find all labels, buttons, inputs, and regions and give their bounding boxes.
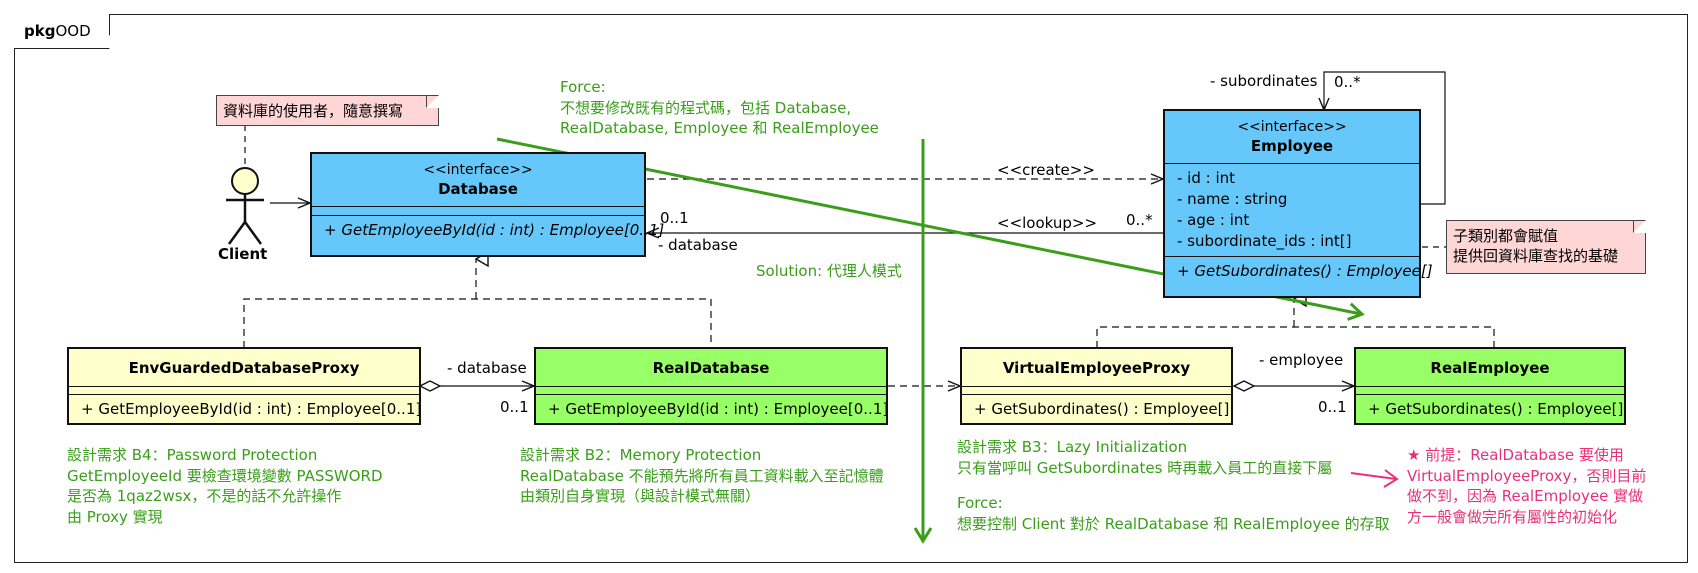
- force-top-annotation: Force: 不想要修改既有的程式碼，包括 Database, RealData…: [560, 77, 879, 139]
- operation-row: + GetEmployeeById(id : int) : Employee[0…: [324, 221, 665, 239]
- class-name: Employee: [1250, 137, 1334, 155]
- class-header: EnvGuardedDatabaseProxy: [69, 349, 419, 386]
- actor-name: Client: [218, 245, 268, 263]
- attribute-row: - id : int: [1177, 169, 1236, 187]
- b2-annotation: 設計需求 B2：Memory Protection RealDatabase 不…: [520, 445, 884, 507]
- subordinates-role-label: - subordinates: [1210, 72, 1318, 90]
- operations-section: + GetSubordinates() : Employee[]: [962, 395, 1231, 424]
- attributes-section: [312, 207, 644, 216]
- operation-row: + GetSubordinates() : Employee[]: [1368, 400, 1624, 418]
- annotation-line: 方一般會做完所有屬性的初始化: [1407, 507, 1618, 526]
- lookup-role-label: - database: [658, 236, 738, 254]
- attributes-section: [69, 386, 419, 395]
- class-name: VirtualEmployeeProxy: [1002, 359, 1191, 377]
- employee-note: 子類別都會賦值 提供回資料庫查找的基礎: [1446, 220, 1646, 274]
- class-name: EnvGuardedDatabaseProxy: [128, 359, 360, 377]
- stereotype-label: <<interface>>: [423, 162, 533, 178]
- operation-row: + GetSubordinates() : Employee[]: [1177, 262, 1433, 280]
- real-employee-class[interactable]: RealEmployee + GetSubordinates() : Emplo…: [1354, 347, 1626, 425]
- annotation-line: 不想要修改既有的程式碼，包括 Database,: [560, 98, 852, 117]
- lookup-label: <<lookup>>: [997, 214, 1098, 232]
- subordinates-self-association: [1324, 71, 1446, 205]
- package-frame: [14, 14, 1688, 563]
- attributes-section: [962, 386, 1231, 395]
- class-name: RealDatabase: [652, 359, 770, 377]
- annotation-line: VirtualEmployeeProxy，否則目前: [1407, 466, 1647, 485]
- b4-annotation: 設計需求 B4：Password Protection GetEmployeeI…: [67, 445, 383, 527]
- operation-row: + GetEmployeeById(id : int) : Employee[0…: [81, 400, 422, 418]
- annotation-line: 是否為 1qaz2wsx，不是的話不允許操作: [67, 487, 342, 505]
- premise-arrowhead: [1383, 469, 1399, 488]
- premise-arrow: [1350, 472, 1397, 480]
- operations-section: + GetSubordinates() : Employee[]: [1165, 257, 1433, 286]
- annotation-line: 設計需求 B2：Memory Protection: [520, 446, 762, 464]
- employee-realizations: [1096, 326, 1495, 348]
- proxy-database-role: - database: [447, 359, 527, 377]
- real-database-class[interactable]: RealDatabase + GetEmployeeById(id : int)…: [534, 347, 888, 425]
- lookup-multiplicity-right: 0..*: [1126, 211, 1153, 229]
- annotation-line: 由類別自身實現（與設計模式無關）: [520, 487, 761, 505]
- create-label: <<create>>: [997, 161, 1095, 179]
- employee-note-line: 子類別都會賦值: [1453, 227, 1559, 245]
- employee-note-line: 提供回資料庫查找的基礎: [1453, 247, 1619, 265]
- attributes-section: - id : int - name : string - age : int -…: [1165, 164, 1419, 257]
- proxy-employee-multiplicity: 0..1: [1318, 398, 1347, 416]
- operation-row: + GetEmployeeById(id : int) : Employee[0…: [548, 400, 889, 418]
- annotation-line: 設計需求 B3：Lazy Initialization: [957, 438, 1188, 456]
- annotation-line: Force:: [560, 78, 606, 96]
- database-interface[interactable]: <<interface>> Database + GetEmployeeById…: [310, 152, 665, 257]
- package-keyword: pkg: [24, 22, 56, 40]
- class-header: VirtualEmployeeProxy: [962, 349, 1231, 386]
- class-name: RealEmployee: [1430, 359, 1550, 377]
- operations-section: + GetEmployeeById(id : int) : Employee[0…: [312, 216, 665, 245]
- employee-interface[interactable]: <<interface>> Employee - id : int - name…: [1163, 109, 1433, 298]
- b3-annotation: 設計需求 B3：Lazy Initialization 只有當呼叫 GetSub…: [957, 437, 1332, 478]
- subordinates-multiplicity: 0..*: [1334, 73, 1361, 91]
- env-guarded-database-proxy-class[interactable]: EnvGuardedDatabaseProxy + GetEmployeeByI…: [67, 347, 421, 425]
- class-header: RealDatabase: [536, 349, 886, 386]
- operations-section: + GetEmployeeById(id : int) : Employee[0…: [69, 395, 422, 424]
- annotation-line: ★ 前提：RealDatabase 要使用: [1407, 446, 1624, 464]
- premise-annotation: ★ 前提：RealDatabase 要使用 VirtualEmployeePro…: [1407, 445, 1646, 527]
- package-frame-tab: pkgOOD: [14, 14, 110, 49]
- force-bottom-annotation: Force: 想要控制 Client 對於 RealDatabase 和 Rea…: [957, 493, 1390, 534]
- annotation-line: 想要控制 Client 對於 RealDatabase 和 RealEmploy…: [957, 514, 1390, 533]
- client-note: 資料庫的使用者，隨意撰寫: [216, 95, 439, 126]
- attribute-row: - age : int: [1177, 211, 1250, 229]
- proxy-employee-role: - employee: [1259, 351, 1344, 369]
- operation-row: + GetSubordinates() : Employee[]: [974, 400, 1230, 418]
- solution-annotation: Solution: 代理人模式: [756, 262, 902, 280]
- operations-section: + GetEmployeeById(id : int) : Employee[0…: [536, 395, 889, 424]
- virtual-employee-proxy-class[interactable]: VirtualEmployeeProxy + GetSubordinates()…: [960, 347, 1233, 425]
- database-realizations: [243, 298, 712, 348]
- attributes-section: [536, 386, 886, 395]
- annotation-line: 設計需求 B4：Password Protection: [67, 446, 318, 464]
- attribute-row: - name : string: [1177, 190, 1288, 208]
- annotation-line: 做不到，因為 RealEmployee 實做: [1407, 487, 1644, 505]
- class-header: <<interface>> Employee: [1165, 111, 1419, 164]
- class-header: RealEmployee: [1356, 349, 1624, 386]
- annotation-line: Force:: [957, 494, 1003, 512]
- lookup-multiplicity-left: 0..1: [660, 209, 689, 227]
- client-actor-icon: [226, 167, 264, 245]
- annotation-line: RealDatabase 不能預先將所有員工資料載入至記憶體: [520, 466, 884, 485]
- annotation-line: 由 Proxy 實現: [67, 507, 163, 526]
- annotation-line: RealDatabase, Employee 和 RealEmployee: [560, 119, 879, 137]
- client-note-text: 資料庫的使用者，隨意撰寫: [223, 102, 404, 120]
- attribute-row: - subordinate_ids : int[]: [1177, 232, 1352, 250]
- class-header: <<interface>> Database: [312, 154, 644, 207]
- stereotype-label: <<interface>>: [1237, 119, 1347, 135]
- operations-section: + GetSubordinates() : Employee[]: [1356, 395, 1624, 424]
- annotation-line: 只有當呼叫 GetSubordinates 時再載入員工的直接下屬: [957, 458, 1333, 477]
- proxy-database-multiplicity: 0..1: [500, 398, 529, 416]
- package-name: OOD: [55, 22, 91, 40]
- attributes-section: [1356, 386, 1624, 395]
- annotation-line: GetEmployeeId 要檢查環境變數 PASSWORD: [67, 466, 383, 485]
- class-name: Database: [438, 180, 518, 198]
